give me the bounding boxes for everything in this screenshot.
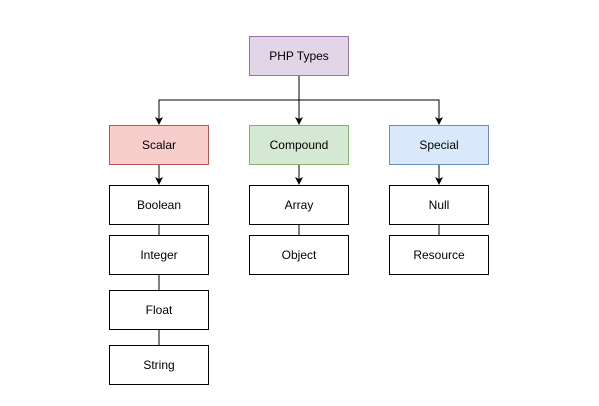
node-php-types: PHP Types bbox=[249, 36, 349, 76]
node-integer: Integer bbox=[109, 235, 209, 275]
node-scalar: Scalar bbox=[109, 125, 209, 165]
node-special: Special bbox=[389, 125, 489, 165]
node-string: String bbox=[109, 345, 209, 385]
node-object: Object bbox=[249, 235, 349, 275]
edge-root-special bbox=[299, 99, 443, 125]
node-null: Null bbox=[389, 185, 489, 225]
node-array: Array bbox=[249, 185, 349, 225]
edge-root-scalar bbox=[155, 76, 300, 125]
node-float: Float bbox=[109, 290, 209, 330]
node-resource: Resource bbox=[389, 235, 489, 275]
node-boolean: Boolean bbox=[109, 185, 209, 225]
node-compound: Compound bbox=[249, 125, 349, 165]
